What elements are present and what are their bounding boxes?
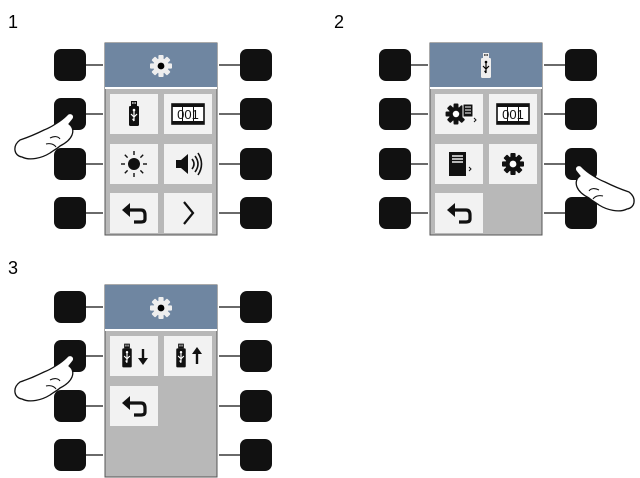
softkey-left-1[interactable] xyxy=(54,291,103,323)
back-tile[interactable] xyxy=(110,193,158,233)
softkey-right-1[interactable] xyxy=(219,49,272,81)
softkey-left-4[interactable] xyxy=(54,439,103,471)
step-panel-3: 3 xyxy=(8,258,272,477)
next-tile[interactable] xyxy=(164,193,212,233)
softkey-right-4[interactable] xyxy=(544,197,597,229)
softkey-right-3[interactable] xyxy=(219,148,272,180)
softkey-right-1[interactable] xyxy=(219,291,272,323)
device-screen: 001 xyxy=(105,43,217,235)
device-settings-tile[interactable] xyxy=(435,94,483,134)
usb-download-tile[interactable] xyxy=(110,336,158,376)
softkey-left-1[interactable] xyxy=(379,49,428,81)
device-screen: 001 xyxy=(430,43,542,235)
softkey-left-2[interactable] xyxy=(379,98,428,130)
brightness-icon xyxy=(121,151,147,177)
step-panel-1: 1 001 xyxy=(8,12,272,235)
counter-tile[interactable]: 001 xyxy=(489,94,537,134)
step-number: 1 xyxy=(8,12,18,32)
softkey-right-3[interactable] xyxy=(219,390,272,422)
softkey-right-4[interactable] xyxy=(219,197,272,229)
softkey-left-4[interactable] xyxy=(54,197,103,229)
step-number: 2 xyxy=(334,12,344,32)
document-tile[interactable] xyxy=(435,144,483,184)
softkey-left-3[interactable] xyxy=(54,148,103,180)
usb-drive-tile[interactable] xyxy=(110,94,158,134)
softkey-left-4[interactable] xyxy=(379,197,428,229)
usb-upload-tile[interactable] xyxy=(164,336,212,376)
gear-icon xyxy=(150,297,172,319)
gear-icon xyxy=(502,153,524,175)
step-number: 3 xyxy=(8,258,18,278)
back-tile[interactable] xyxy=(435,193,483,233)
volume-tile[interactable] xyxy=(164,144,212,184)
softkey-right-2[interactable] xyxy=(219,98,272,130)
counter-value: 001 xyxy=(177,107,199,122)
softkey-right-2[interactable] xyxy=(544,98,597,130)
back-tile[interactable] xyxy=(110,386,158,426)
gear-icon xyxy=(150,55,172,77)
softkey-right-4[interactable] xyxy=(219,439,272,471)
device-screen xyxy=(105,285,217,477)
settings-tile[interactable] xyxy=(489,144,537,184)
counter-tile[interactable]: 001 xyxy=(164,94,212,134)
softkey-right-1[interactable] xyxy=(544,49,597,81)
brightness-tile[interactable] xyxy=(110,144,158,184)
counter-value: 001 xyxy=(502,107,524,122)
softkey-left-3[interactable] xyxy=(54,390,103,422)
softkey-right-2[interactable] xyxy=(219,340,272,372)
softkey-left-3[interactable] xyxy=(379,148,428,180)
softkey-left-1[interactable] xyxy=(54,49,103,81)
